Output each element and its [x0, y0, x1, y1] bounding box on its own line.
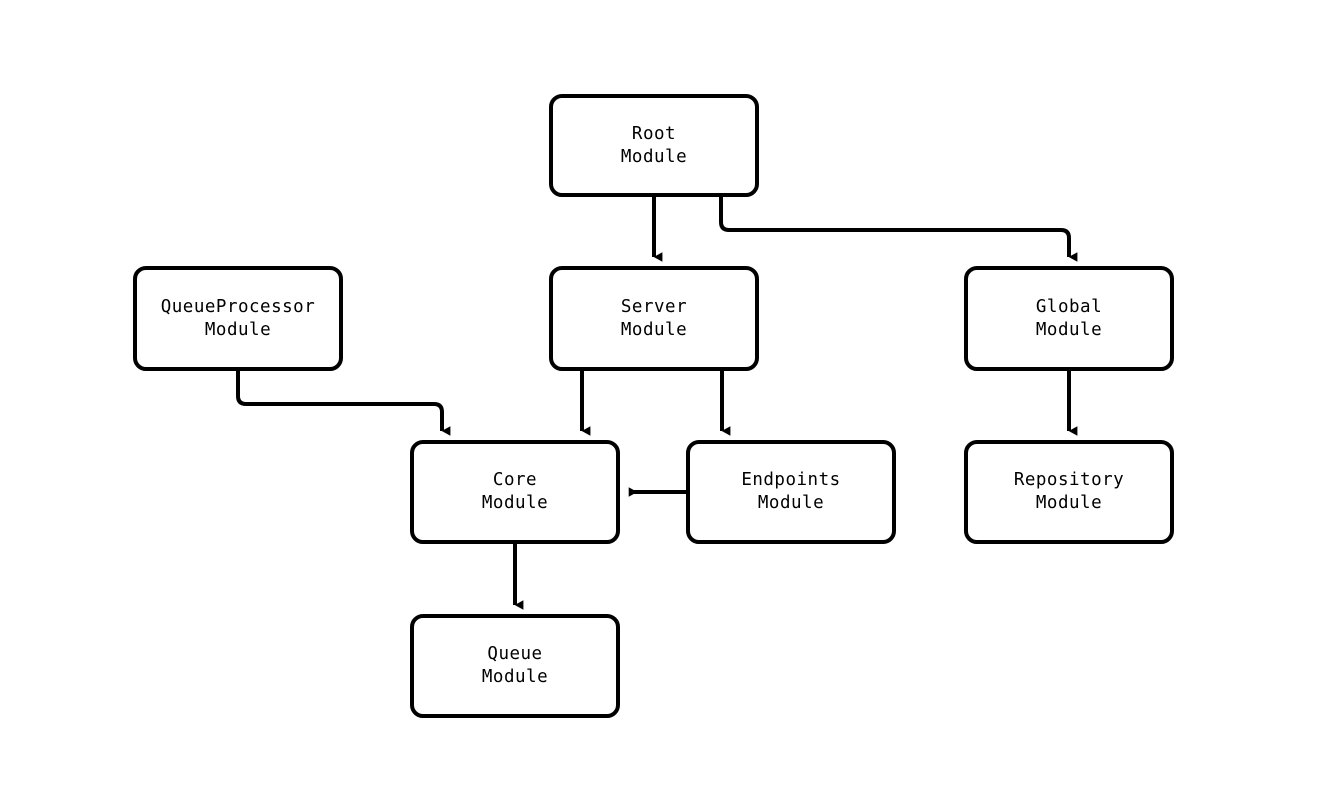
edge-root-global	[719, 197, 1078, 262]
node-core-module-line1: Core	[492, 470, 538, 490]
node-root-module-line2: Module	[620, 146, 688, 167]
node-global-module-line1: Global	[1035, 296, 1103, 317]
node-core-module[interactable]: Core Module	[410, 440, 620, 544]
node-repository-module-line1: Repository	[1013, 470, 1125, 490]
node-endpoints-module-line2: Module	[757, 493, 825, 513]
node-queueprocessor-module-line2: Module	[204, 319, 272, 340]
node-core-module-line2: Module	[481, 493, 549, 513]
node-queueprocessor-module-line1: QueueProcessor	[160, 296, 316, 317]
node-repository-module-line2: Module	[1035, 493, 1103, 513]
node-root-module-line1: Root	[631, 123, 677, 144]
edge-queueprocessor-core	[236, 371, 451, 436]
node-repository-module[interactable]: Repository Module	[964, 440, 1174, 544]
node-endpoints-module-line1: Endpoints	[741, 470, 841, 490]
node-root-module[interactable]: Root Module	[549, 94, 759, 197]
node-queue-module[interactable]: Queue Module	[410, 614, 620, 718]
node-server-module-line1: Server	[620, 296, 688, 317]
node-queue-module-line2: Module	[481, 667, 549, 687]
node-server-module[interactable]: Server Module	[549, 266, 759, 371]
node-queueprocessor-module[interactable]: QueueProcessor Module	[133, 266, 343, 371]
node-endpoints-module[interactable]: Endpoints Module	[686, 440, 896, 544]
node-global-module-line2: Module	[1035, 319, 1103, 340]
node-queue-module-line1: Queue	[487, 644, 543, 664]
node-server-module-line2: Module	[620, 319, 688, 340]
node-global-module[interactable]: Global Module	[964, 266, 1174, 371]
